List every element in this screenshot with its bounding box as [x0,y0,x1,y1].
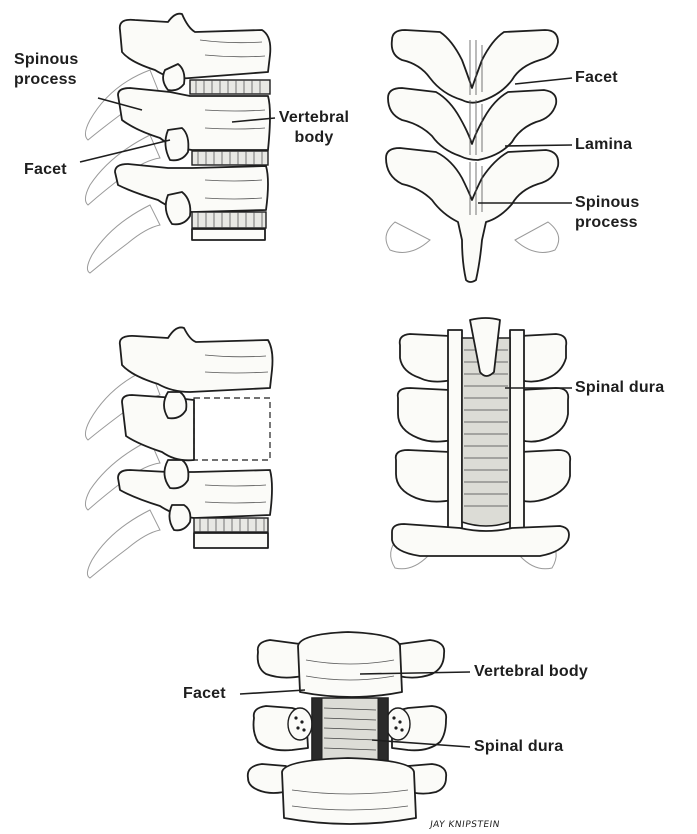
posterior-exposed-drawing [391,318,572,569]
label-spinous-process-posterior: Spinous process [575,193,665,233]
label-facet-lateral: Facet [24,160,67,180]
leader-facet-posterior [515,78,572,84]
label-lamina-posterior: Lamina [575,135,632,155]
leader-facet-anterior [240,690,305,694]
posterior-view-drawing [386,30,572,282]
lateral-view-drawing [80,14,275,273]
label-vertebral-body-lateral: Vertebral body [273,108,355,148]
label-facet-anterior: Facet [183,684,226,704]
label-spinal-dura-anterior: Spinal dura [474,737,563,757]
label-spinous-process-lateral: Spinous process [14,50,104,90]
lateral-resected-drawing [85,327,272,578]
label-vertebral-body-anterior: Vertebral body [474,662,588,682]
leader-lamina-posterior [505,145,572,146]
label-facet-posterior: Facet [575,68,618,88]
anterior-view-drawing [240,632,470,824]
artist-signature: JAY KNIPSTEIN [429,820,500,830]
label-spinal-dura-posterior: Spinal dura [575,378,664,398]
